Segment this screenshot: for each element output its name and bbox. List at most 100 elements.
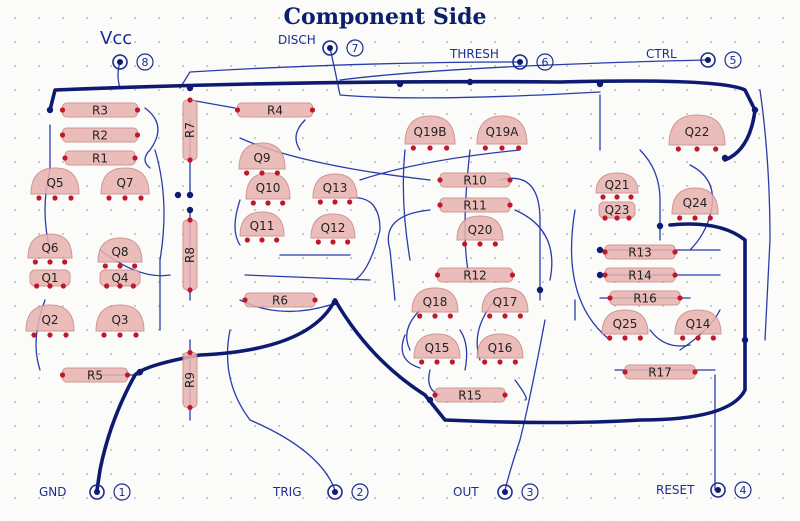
transistor-body — [476, 115, 528, 145]
transistor-body — [95, 304, 145, 332]
transistor-body — [245, 172, 291, 200]
junction-dot — [596, 246, 604, 254]
pad — [672, 272, 678, 278]
pad — [502, 313, 508, 319]
pin-number-ring — [136, 53, 154, 71]
junction-dot — [186, 191, 194, 199]
pad — [62, 155, 68, 161]
pin-number: 7 — [352, 42, 359, 55]
transistor-q25: Q25 — [601, 309, 649, 335]
transistor-q8: Q8 — [97, 237, 143, 263]
pad — [60, 283, 66, 289]
pin-number: 5 — [730, 54, 737, 67]
pad — [117, 332, 123, 338]
transistor-body — [674, 309, 722, 335]
pad — [622, 335, 628, 341]
pad — [432, 313, 438, 319]
transistor-label: Q6 — [41, 241, 58, 255]
transistor-q24: Q24 — [671, 187, 719, 215]
pad — [437, 202, 443, 208]
transistor-body — [30, 167, 80, 195]
transistor-q2: Q2 — [25, 304, 75, 332]
pad — [187, 97, 193, 103]
pad — [517, 313, 523, 319]
resistor-label: R13 — [628, 246, 652, 260]
pin-dot — [332, 489, 338, 495]
transistor-q18: Q18 — [411, 287, 459, 313]
transistor-label: Q3 — [111, 313, 128, 327]
pad — [602, 215, 608, 221]
transistor-label: Q18 — [423, 295, 448, 309]
pad — [187, 404, 193, 411]
pad — [106, 195, 112, 201]
transistor-body — [668, 114, 726, 146]
resistor-label: R17 — [648, 366, 672, 380]
junction-dot — [136, 368, 144, 376]
pad — [507, 202, 513, 208]
resistor-r3: R3 — [62, 102, 138, 118]
transistor-body — [671, 187, 719, 215]
pad — [244, 170, 250, 176]
pad — [626, 215, 632, 221]
pad — [492, 241, 498, 247]
junction-dot — [596, 80, 604, 88]
transistor-q11: Q11 — [239, 211, 285, 237]
pad — [104, 283, 110, 289]
transistor-q5: Q5 — [30, 167, 80, 195]
junction-dot — [46, 106, 54, 114]
resistor-r8: R8 — [182, 219, 198, 291]
pad — [444, 145, 450, 151]
resistor-r16: R16 — [609, 290, 681, 306]
resistor-label: R3 — [92, 104, 108, 118]
resistor-r14: R14 — [604, 267, 676, 283]
pin-number: 3 — [527, 486, 534, 499]
resistor-label: R12 — [463, 269, 487, 283]
pad — [187, 217, 193, 223]
transistor-body — [456, 215, 504, 241]
pad — [62, 259, 68, 265]
pad — [138, 195, 144, 201]
pad — [437, 177, 443, 183]
pad — [63, 332, 69, 338]
pin-dot — [327, 45, 333, 51]
transistor-q7: Q7 — [100, 167, 150, 195]
pad — [462, 241, 468, 247]
pad — [509, 272, 516, 278]
transistor-label: Q2 — [41, 313, 58, 327]
transistor-label: Q22 — [685, 125, 710, 139]
pin-ring — [512, 54, 528, 70]
resistor-label: R11 — [463, 199, 487, 213]
transistor-body — [97, 237, 143, 263]
page-title: Component Side — [283, 4, 487, 30]
pin-dot — [94, 489, 100, 495]
junction-dot — [396, 80, 404, 88]
junction-dot — [174, 191, 182, 199]
transistor-label: Q4 — [111, 271, 128, 285]
pad — [447, 313, 453, 319]
junction-dot — [426, 396, 434, 404]
pin-number: 8 — [142, 56, 149, 69]
pad — [101, 332, 107, 338]
transistor-body — [481, 287, 529, 313]
resistor-label: R9 — [183, 372, 197, 388]
resistor-label: R8 — [183, 247, 197, 263]
pin-number-ring — [734, 481, 752, 499]
transistor-q1: Q1 — [29, 269, 71, 287]
transistor-label: Q9 — [253, 151, 270, 165]
transistor-body — [312, 173, 358, 199]
pad — [427, 145, 433, 151]
pad — [117, 263, 123, 269]
pad — [134, 107, 141, 113]
pad — [274, 170, 280, 176]
transistor-body — [238, 142, 286, 170]
transistor-label: Q10 — [256, 181, 281, 195]
pad — [434, 272, 441, 278]
transistor-body — [25, 304, 75, 332]
pad — [628, 194, 634, 200]
pad — [259, 237, 265, 243]
pad — [507, 177, 513, 183]
pad — [31, 332, 37, 338]
